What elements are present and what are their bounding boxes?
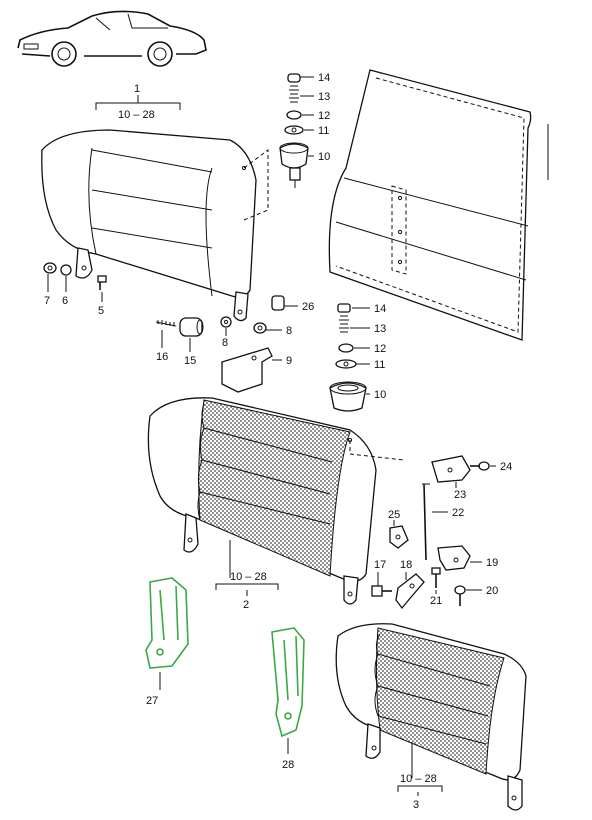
callout-10-28-a: 10 – 28 xyxy=(118,109,155,121)
callout-9: 9 xyxy=(286,355,292,367)
callout-8-right: 8 xyxy=(286,325,292,337)
callout-14-upper: 14 xyxy=(318,72,330,84)
callout-15: 15 xyxy=(184,355,196,367)
latch-19 xyxy=(437,545,471,571)
callout-28: 28 xyxy=(282,759,294,771)
callout-19: 19 xyxy=(486,557,498,569)
rod-22 xyxy=(422,483,430,561)
callout-22: 22 xyxy=(452,507,464,519)
pin-21 xyxy=(431,567,441,588)
callout-11-upper: 11 xyxy=(318,125,329,137)
release-knob-assembly-lower xyxy=(329,303,367,412)
screw-24 xyxy=(470,461,490,471)
callout-bracket-3 xyxy=(397,785,443,792)
callout-18: 18 xyxy=(400,559,412,571)
callout-12-upper: 12 xyxy=(318,110,330,122)
callout-3: 3 xyxy=(413,799,419,811)
seat-back-upper xyxy=(41,129,269,322)
callout-27: 27 xyxy=(146,695,158,707)
callout-17: 17 xyxy=(374,559,386,571)
callout-13-lower: 13 xyxy=(374,323,386,335)
callout-10-lower: 10 xyxy=(374,389,386,401)
callout-10-28-c: 10 – 28 xyxy=(400,773,437,785)
callout-6: 6 xyxy=(62,295,68,307)
callout-5: 5 xyxy=(98,305,104,317)
callout-10-upper: 10 xyxy=(318,151,330,163)
washer-8-right xyxy=(253,322,267,334)
callout-24: 24 xyxy=(500,461,512,473)
hinge-bracket-28 xyxy=(271,627,305,738)
bolt-17 xyxy=(371,585,392,597)
seat-back-middle xyxy=(147,397,405,605)
callout-25: 25 xyxy=(388,509,400,521)
callout-20: 20 xyxy=(486,585,498,597)
callout-1: 1 xyxy=(134,83,140,95)
latch-bracket-23 xyxy=(431,455,471,483)
lever-18 xyxy=(395,573,425,610)
screw-20 xyxy=(454,585,466,606)
callout-12-lower: 12 xyxy=(374,343,386,355)
callout-26: 26 xyxy=(302,301,314,313)
callout-7: 7 xyxy=(44,295,50,307)
callout-8-left: 8 xyxy=(222,337,228,349)
clip-25 xyxy=(389,525,409,549)
seat-back-lower xyxy=(335,623,527,811)
bracket-9 xyxy=(221,347,273,393)
callout-bracket-2 xyxy=(215,583,279,590)
rubber-buffer-26 xyxy=(271,295,285,311)
threaded-pin-16 xyxy=(155,320,177,327)
callout-10-28-b: 10 – 28 xyxy=(230,571,267,583)
nut-6 xyxy=(60,264,72,276)
bolt-5 xyxy=(97,275,107,290)
callout-16: 16 xyxy=(156,351,168,363)
callout-2: 2 xyxy=(243,599,249,611)
callout-21: 21 xyxy=(430,595,442,607)
hinge-bracket-27 xyxy=(145,577,189,669)
seat-back-cover-panel xyxy=(328,69,549,341)
callout-13-upper: 13 xyxy=(318,91,330,103)
callout-14-lower: 14 xyxy=(374,303,386,315)
release-knob-assembly-upper xyxy=(279,73,309,188)
washer-7 xyxy=(43,262,57,274)
buffer-15 xyxy=(179,317,204,337)
washer-8-left xyxy=(220,316,232,328)
callout-11-lower: 11 xyxy=(374,359,385,371)
porsche-911-coupe-icon xyxy=(17,10,207,67)
callout-23: 23 xyxy=(454,489,466,501)
